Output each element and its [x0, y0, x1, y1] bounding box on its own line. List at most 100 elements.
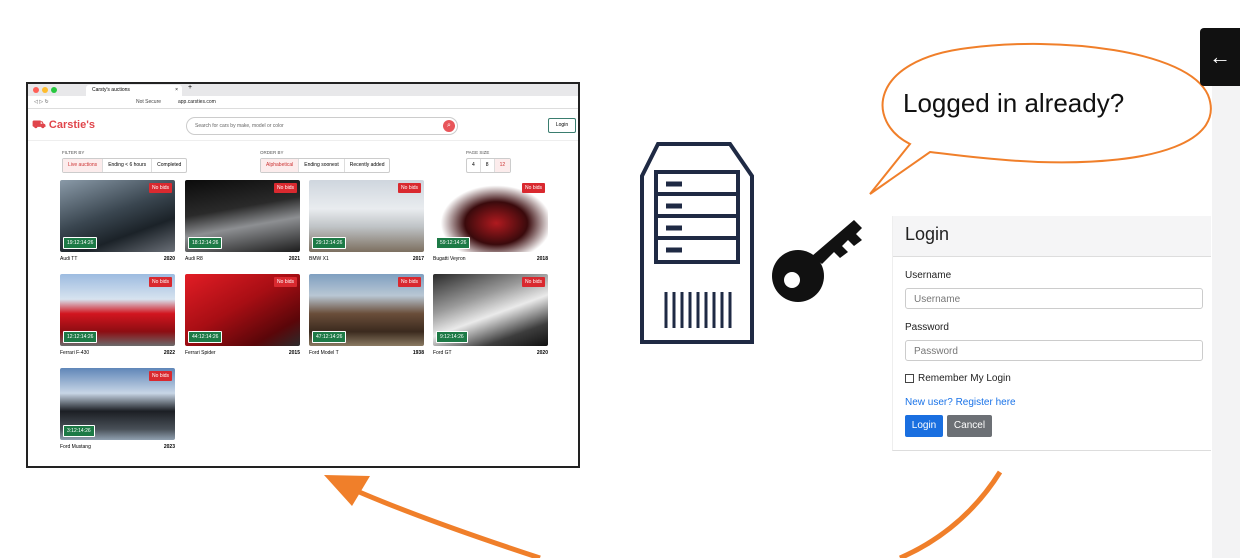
- login-header: Login: [893, 216, 1211, 257]
- filter-ending[interactable]: Ending < 6 hours: [103, 159, 153, 172]
- filter-live[interactable]: Live auctions: [63, 159, 104, 172]
- remember-row[interactable]: Remember My Login: [905, 373, 1011, 384]
- bid-badge: No bids: [522, 277, 545, 287]
- login-button[interactable]: Login: [905, 415, 943, 437]
- login-title: Login: [905, 224, 950, 244]
- close-window-dot[interactable]: [33, 87, 39, 93]
- car-name: Ferrari Spider: [185, 350, 216, 356]
- close-tab-icon[interactable]: ×: [175, 87, 178, 93]
- car-image: No bids 9:12:14:26: [433, 274, 548, 346]
- bid-badge: No bids: [149, 183, 172, 193]
- countdown-timer: 3:12:14:26: [63, 425, 95, 437]
- login-panel: Login Username Username Password Passwor…: [892, 216, 1211, 451]
- username-input[interactable]: Username: [905, 288, 1203, 309]
- countdown-timer: 18:12:14:26: [188, 237, 223, 249]
- bid-badge: No bids: [149, 371, 172, 381]
- pagesize-8[interactable]: 8: [481, 159, 495, 172]
- car-year: 1938: [412, 350, 424, 356]
- filter-group: Live auctions Ending < 6 hours Completed: [62, 158, 188, 173]
- maximize-window-dot[interactable]: [51, 87, 57, 93]
- cancel-button[interactable]: Cancel: [947, 415, 992, 437]
- pagesize-group: 4 8 12: [466, 158, 512, 173]
- car-card[interactable]: No bids 29:12:14:26 BMW X1 2017: [309, 180, 424, 262]
- address-bar[interactable]: ◁ ▷ ↻ Not Secure app.carsties.com: [28, 96, 578, 109]
- server-key-illustration: [640, 142, 862, 344]
- car-name: BMW X1: [309, 256, 329, 262]
- remember-checkbox[interactable]: [905, 374, 914, 383]
- car-card[interactable]: No bids 47:12:14:26 Ford Model T 1938: [309, 274, 424, 356]
- countdown-timer: 29:12:14:26: [312, 237, 347, 249]
- not-secure-label: Not Secure: [136, 99, 162, 105]
- car-image: No bids 3:12:14:26: [60, 368, 175, 440]
- minimize-window-dot[interactable]: [42, 87, 48, 93]
- search-icon[interactable]: ⌕: [443, 120, 455, 132]
- remember-label: Remember My Login: [918, 373, 1011, 384]
- order-group: Alphabetical Ending soonest Recently add…: [260, 158, 391, 173]
- bid-badge: No bids: [522, 183, 545, 193]
- car-name: Ford GT: [433, 350, 452, 356]
- register-link[interactable]: New user? Register here: [905, 397, 1016, 408]
- countdown-timer: 47:12:14:26: [312, 331, 347, 343]
- bid-badge: No bids: [149, 277, 172, 287]
- car-name: Audi TT: [60, 256, 78, 262]
- filter-completed[interactable]: Completed: [157, 162, 182, 168]
- car-year: 2018: [536, 256, 548, 262]
- server-icon: [640, 142, 754, 344]
- browser-tabbar: Carsty's auctions × +: [28, 84, 578, 96]
- car-name: Ford Model T: [309, 350, 339, 356]
- arrow-curve-right: [899, 470, 1003, 558]
- password-input[interactable]: Password: [905, 340, 1203, 361]
- car-year: 2021: [288, 256, 300, 262]
- tab-title: Carsty's auctions: [92, 87, 130, 93]
- countdown-timer: 44:12:14:26: [188, 331, 223, 343]
- bubble-text: Logged in already?: [903, 88, 1125, 118]
- search-input[interactable]: Search for cars by make, model or color …: [186, 117, 458, 135]
- url-text[interactable]: app.carsties.com: [178, 99, 216, 105]
- car-image: No bids 29:12:14:26: [309, 180, 424, 252]
- car-year: 2017: [412, 256, 424, 262]
- app-header: ⛟ Carstie's Search for cars by make, mod…: [28, 110, 578, 141]
- car-name: Ford Mustang: [60, 444, 91, 450]
- arrow-curve-left: [348, 485, 541, 558]
- car-image: No bids 44:12:14:26: [185, 274, 300, 346]
- pagesize-4[interactable]: 4: [467, 159, 481, 172]
- car-card[interactable]: No bids 9:12:14:26 Ford GT 2020: [433, 274, 548, 356]
- order-recent[interactable]: Recently added: [349, 162, 385, 168]
- car-card[interactable]: No bids 44:12:14:26 Ferrari Spider 2015: [185, 274, 300, 356]
- car-image: No bids 18:12:14:26: [185, 180, 300, 252]
- browser-screenshot: Carsty's auctions × + ◁ ▷ ↻ Not Secure a…: [26, 82, 580, 468]
- filter-label: FILTER BY: [62, 150, 85, 155]
- car-image: No bids 47:12:14:26: [309, 274, 424, 346]
- app-logo[interactable]: ⛟ Carstie's: [32, 119, 95, 131]
- new-tab-icon[interactable]: +: [188, 84, 193, 91]
- bid-badge: No bids: [398, 277, 421, 287]
- car-year: 2015: [288, 350, 300, 356]
- order-alphabetical[interactable]: Alphabetical: [261, 159, 300, 172]
- countdown-timer: 19:12:14:26: [63, 237, 98, 249]
- car-year: 2020: [536, 350, 548, 356]
- bid-badge: No bids: [398, 183, 421, 193]
- arrow-left-icon[interactable]: ←: [1200, 28, 1240, 86]
- bid-badge: No bids: [274, 277, 297, 287]
- car-name: Ferrari F-430: [60, 350, 90, 356]
- key-icon: [772, 220, 862, 302]
- username-label: Username: [905, 270, 952, 281]
- car-card[interactable]: No bids 18:12:14:26 Audi R8 2021: [185, 180, 300, 262]
- car-card[interactable]: No bids 19:12:14:26 Audi TT 2020: [60, 180, 175, 262]
- car-name: Audi R8: [185, 256, 203, 262]
- order-ending[interactable]: Ending soonest: [299, 159, 345, 172]
- nav-back-icon[interactable]: ◁ ▷ ↻: [34, 99, 49, 105]
- car-image: No bids 12:12:14:26: [60, 274, 175, 346]
- speech-bubble: [869, 42, 1212, 195]
- password-label: Password: [905, 322, 949, 333]
- car-year: 2020: [163, 256, 175, 262]
- logo-text: Carstie's: [48, 119, 95, 131]
- header-login-button[interactable]: Login: [548, 118, 576, 133]
- pagesize-12[interactable]: 12: [494, 159, 511, 172]
- browser-tab[interactable]: Carsty's auctions ×: [86, 85, 182, 96]
- countdown-timer: 12:12:14:26: [63, 331, 98, 343]
